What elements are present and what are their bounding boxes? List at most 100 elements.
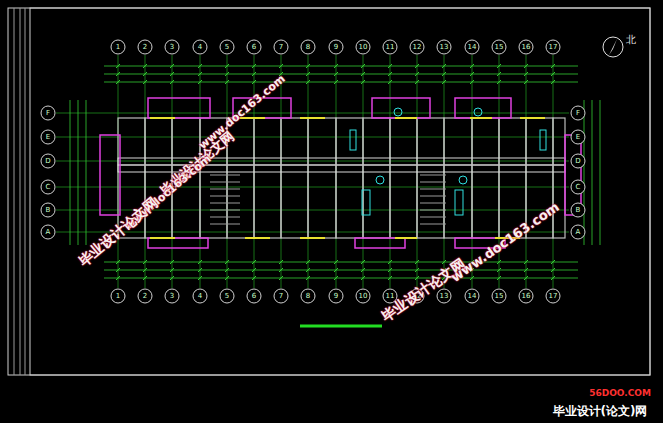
dimension-tick [143, 268, 147, 272]
window [395, 237, 417, 239]
dimension-tick [252, 260, 256, 264]
axis-bubble [329, 289, 343, 303]
axis-number: 5 [225, 293, 229, 300]
axis-number: 4 [198, 44, 202, 51]
dimension-tick [279, 64, 283, 68]
axis-number: B [46, 207, 51, 214]
axis-line [56, 187, 569, 188]
dimension-tick [334, 260, 338, 264]
dimension-tick [306, 268, 310, 272]
axis-bubble [193, 40, 207, 54]
window [245, 237, 270, 239]
fixture [394, 108, 402, 116]
dimension-tick [470, 80, 474, 84]
dimension-tick [170, 64, 174, 68]
axis-bubble [546, 289, 560, 303]
dimension-tick [143, 72, 147, 76]
stair-step [420, 189, 446, 190]
room-wall [200, 165, 227, 238]
window [395, 117, 417, 119]
axis-number: D [575, 158, 580, 165]
axis-number: 7 [279, 44, 283, 51]
stair-step [420, 182, 446, 183]
axis-number: 14 [468, 44, 477, 51]
room-wall [308, 165, 336, 238]
dimension-tick [306, 64, 310, 68]
axis-number: E [46, 134, 50, 141]
balcony-outline [372, 98, 430, 118]
window [520, 117, 545, 119]
window [470, 117, 492, 119]
dimension-tick [334, 64, 338, 68]
dimension-tick [415, 260, 419, 264]
axis-number: 6 [252, 44, 256, 51]
dimension-tick [442, 80, 446, 84]
axis-number: A [576, 229, 581, 236]
axis-bubble [465, 40, 479, 54]
balcony-outline [455, 98, 511, 118]
stair-step [210, 175, 240, 176]
dimension-tick [116, 80, 120, 84]
dimension-tick [225, 260, 229, 264]
axis-number: 4 [198, 293, 202, 300]
stair-step [420, 224, 446, 225]
dimension-tick [225, 80, 229, 84]
dimension-line [584, 100, 585, 245]
axis-line [56, 232, 569, 233]
axis-number: 14 [468, 293, 477, 300]
dimension-line [592, 100, 593, 245]
axis-number: 1 [116, 293, 120, 300]
axis-number: D [45, 158, 50, 165]
axis-bubble [41, 225, 55, 239]
axis-line [56, 137, 569, 138]
dimension-tick [225, 276, 229, 280]
axis-bubble [329, 40, 343, 54]
dimension-tick [470, 276, 474, 280]
stair-step [210, 182, 240, 183]
dimension-line [104, 74, 578, 75]
dimension-tick [198, 268, 202, 272]
dimension-line [78, 100, 79, 245]
dimension-line [104, 278, 578, 279]
dimension-tick [497, 268, 501, 272]
dimension-tick [170, 80, 174, 84]
fixture [459, 176, 467, 184]
dimension-tick [198, 72, 202, 76]
dimension-tick [252, 72, 256, 76]
room-wall [336, 165, 363, 238]
dimension-tick [551, 80, 555, 84]
dimension-tick [388, 64, 392, 68]
dimension-tick [415, 80, 419, 84]
axis-number: 2 [143, 44, 147, 51]
axis-bubble [41, 130, 55, 144]
dimension-tick [415, 72, 419, 76]
dimension-tick [252, 64, 256, 68]
axis-number: A [46, 229, 51, 236]
axis-bubble [274, 289, 288, 303]
dimension-tick [524, 72, 528, 76]
dimension-tick [116, 260, 120, 264]
dimension-line [104, 270, 578, 271]
dimension-line [600, 100, 601, 245]
axis-number: 6 [252, 293, 256, 300]
axis-number: 11 [386, 293, 395, 300]
axis-number: F [46, 110, 50, 117]
axis-bubble [274, 40, 288, 54]
axis-bubble [41, 180, 55, 194]
dimension-tick [551, 64, 555, 68]
fixture [362, 190, 370, 215]
axis-number: C [576, 184, 581, 191]
dimension-tick [143, 276, 147, 280]
north-mark: 北 [626, 35, 636, 45]
stair-step [210, 224, 240, 225]
watermark: www.doc163.com [449, 200, 562, 284]
dimension-tick [279, 276, 283, 280]
dimension-tick [279, 260, 283, 264]
axis-bubble [356, 289, 370, 303]
room-wall [472, 165, 499, 238]
balcony-outline [100, 135, 120, 215]
axis-bubble [571, 154, 585, 168]
axis-number: 12 [413, 44, 422, 51]
axis-number: 10 [359, 44, 368, 51]
fixture [540, 130, 546, 150]
